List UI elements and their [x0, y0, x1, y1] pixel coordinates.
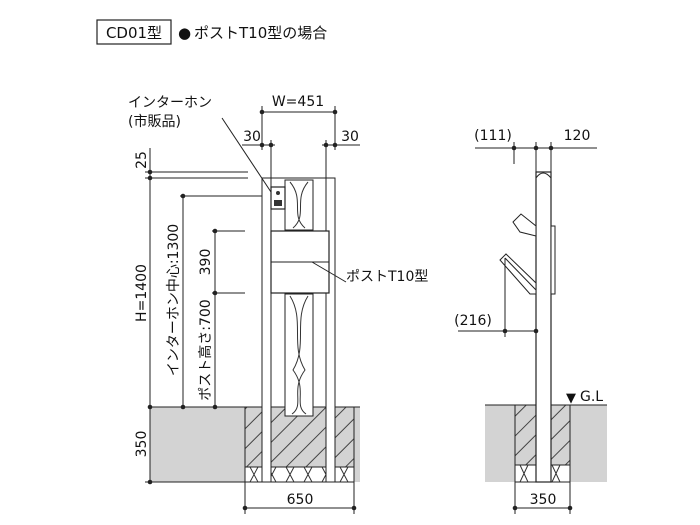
footing-depth-label: 350 [134, 431, 150, 458]
intercom-label-2: (市販品) [128, 113, 181, 130]
intercom-label-1: インターホン [128, 95, 212, 111]
intercom-camera [276, 191, 280, 195]
side-view-labels: (111) 120 (216) ▼ G.L 350 [454, 128, 603, 508]
panel-upper-pattern [289, 181, 309, 229]
model-label-box [96, 19, 172, 45]
subtitle: ポストT10型の場合 [194, 24, 327, 42]
panel-upper [284, 179, 314, 231]
ground-label: G.L [580, 389, 603, 405]
side-post-plate [550, 225, 556, 295]
height-label: H=1400 [134, 264, 150, 322]
right-margin-label: 30 [341, 129, 359, 145]
intercom-center-label: インターホン中心:1300 [166, 224, 182, 376]
right-post [325, 177, 336, 483]
left-post [261, 177, 272, 483]
footing-base-front [244, 466, 355, 483]
side-flap-strut [504, 257, 537, 291]
side-flap-upper [512, 213, 537, 237]
side-footing-width-label: 350 [530, 492, 557, 508]
model-label: CD01型 [106, 24, 162, 42]
post-offset-label: (216) [454, 313, 492, 329]
header: CD01型 ● ポストT10型の場合 [96, 19, 327, 45]
right-offset-label: 120 [564, 128, 591, 144]
top-gap-label: 25 [134, 151, 150, 169]
dimension-dots-side [502, 145, 573, 511]
bullet-icon: ● [178, 24, 191, 42]
panel-lower-pattern [289, 295, 309, 415]
panel-lower [284, 293, 314, 417]
side-post-cap [535, 172, 552, 179]
footing-width-label: 650 [287, 492, 314, 508]
post-model-label: ポストT10型 [346, 269, 428, 285]
side-view [458, 142, 607, 514]
post-slot-label: 390 [198, 249, 214, 276]
front-view [145, 106, 360, 514]
leader-post [311, 261, 347, 283]
width-label: W=451 [272, 94, 324, 110]
left-margin-label: 30 [243, 129, 261, 145]
front-view-labels: インターホン (市販品) W=451 30 30 ポストT10型 650 25 … [128, 94, 428, 508]
dimension-dots-front [147, 109, 357, 511]
left-offset-label: (111) [474, 128, 512, 144]
side-post [535, 171, 552, 483]
intercom-button [274, 200, 282, 206]
leader-intercom [221, 117, 272, 193]
side-flap-lower [499, 253, 537, 295]
ground-marker-icon: ▼ [566, 391, 576, 406]
post-height-label: ポスト高さ:700 [197, 299, 214, 400]
